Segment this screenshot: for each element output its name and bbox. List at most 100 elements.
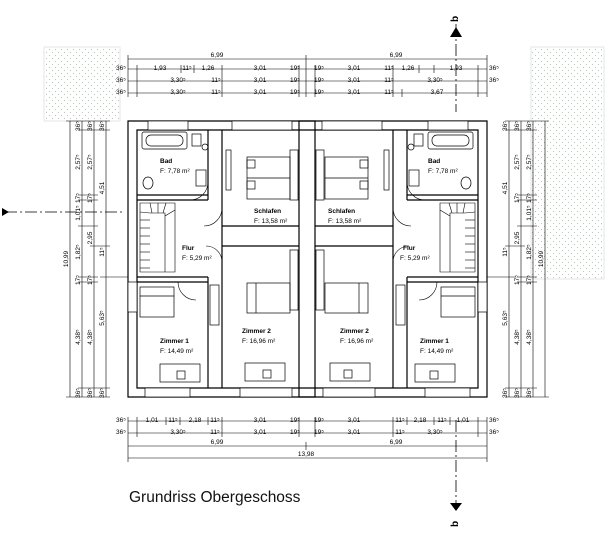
dim-row2-h: 11⁵	[384, 77, 394, 84]
dim-right-a3: 11⁵	[502, 247, 509, 257]
dim-left-a2: 2,57⁵	[75, 154, 82, 170]
room-schlafen-left-name: Schlafen	[254, 208, 281, 215]
dim-left-b3: 17⁵	[87, 193, 94, 203]
dim-row3-f: 19⁵	[314, 89, 324, 96]
dim-row3-c: 11⁵	[211, 89, 221, 96]
dim-right-c5: 1,82⁵	[526, 244, 533, 260]
dim-bot2-b: 3,30⁵	[170, 429, 186, 436]
dim-row1-l: 36⁵	[489, 65, 499, 72]
dim-left-a7: 4,38⁵	[75, 329, 82, 345]
dim-bot1-a: 36⁵	[116, 417, 126, 424]
dim-bot1-h: 19⁵	[314, 417, 324, 424]
dim-bot1-e: 11⁵	[210, 417, 220, 424]
terrace-left	[43, 46, 121, 122]
dim-bot1-g: 19⁵	[290, 417, 300, 424]
dim-row1-j: 1,26	[402, 65, 415, 72]
dim-bot2-f: 19⁵	[314, 429, 324, 436]
dim-bot1-i: 3,01	[348, 417, 361, 424]
dim-bot4-total: 13,98	[298, 451, 315, 458]
dim-left-a6: 17⁵	[75, 275, 82, 285]
dim-bot1-f: 3,01	[254, 417, 267, 424]
sinks	[195, 169, 420, 187]
dim-row2-d: 3,01	[254, 77, 267, 84]
dim-right-b4: 2,95	[514, 231, 521, 244]
dim-row2-b: 3,30⁵	[170, 77, 186, 84]
dim-right-c3: 17⁵	[526, 193, 533, 203]
staircase-left	[139, 202, 176, 273]
room-bad-left-name: Bad	[160, 158, 172, 165]
room-zimmer1-left-area: F: 14,49 m²	[160, 348, 194, 355]
beds	[139, 156, 476, 318]
dim-bot2-a: 36⁵	[116, 429, 126, 436]
room-zimmer1-right-name: Zimmer 1	[420, 338, 449, 345]
section-label-bottom: b	[450, 521, 461, 527]
room-flur-left-area: F: 5,29 m²	[182, 255, 212, 262]
dim-right-a5: 36⁵	[502, 388, 509, 398]
bathtub-left	[141, 131, 188, 150]
dim-left-a5: 1,82⁵	[75, 244, 82, 260]
dim-row2-i: 3,30⁵	[427, 77, 443, 84]
dim-row3-e: 19⁵	[290, 89, 300, 96]
bathtub-right	[427, 131, 474, 150]
dimension-chains-left	[66, 120, 128, 398]
door-swings	[177, 181, 438, 301]
dim-left-c4: 5,63⁵	[99, 310, 106, 326]
dim-left-b7: 36⁵	[87, 388, 94, 398]
dim-bot2-d: 3,01	[254, 429, 267, 436]
dim-bot1-j: 11⁵	[395, 417, 405, 424]
room-zimmer2-right-name: Zimmer 2	[340, 328, 369, 335]
section-arrow-bottom	[450, 503, 462, 511]
dim-right-b6: 4,38⁵	[514, 329, 521, 345]
dim-row2-a: 36⁵	[116, 77, 126, 84]
room-zimmer2-right-area: F: 16,96 m²	[340, 338, 374, 345]
room-zimmer2-left-name: Zimmer 2	[242, 328, 271, 335]
dim-row3-d: 3,01	[254, 89, 267, 96]
room-flur-right-name: Flur	[403, 245, 416, 252]
section-label-top: b	[450, 16, 461, 22]
dim-left-c3: 11⁵	[99, 247, 106, 257]
dim-row3-g: 3,01	[348, 89, 361, 96]
dim-right-a4: 5,63⁵	[502, 310, 509, 326]
dim-row2-g: 3,01	[348, 77, 361, 84]
dim-row3-a: 36⁵	[116, 89, 126, 96]
room-schlafen-left-area: F: 13,58 m²	[254, 218, 288, 225]
dim-row1-a: 36⁵	[116, 65, 126, 72]
dimension-chains-top	[127, 55, 488, 97]
windows	[127, 120, 488, 398]
dim-row1-h: 3,01	[348, 65, 361, 72]
dim-row1-f: 19⁵	[290, 65, 300, 72]
dim-left-b6: 4,38⁵	[87, 329, 94, 345]
room-zimmer1-left-name: Zimmer 1	[160, 338, 189, 345]
dim-left-total: 10,99	[63, 250, 70, 267]
dim-left-b4: 2,95	[87, 231, 94, 244]
room-bad-right-area: F: 7,78 m²	[428, 168, 458, 175]
dim-bot3-left: 6,99	[211, 439, 224, 446]
dimension-chains-right	[487, 120, 549, 398]
dim-row1-c: 11⁵	[182, 65, 192, 72]
room-schlafen-right-name: Schlafen	[328, 208, 355, 215]
dim-row2-c: 11⁵	[211, 77, 221, 84]
toilets	[142, 133, 472, 190]
dim-right-c1: 36⁵	[526, 121, 533, 131]
staircase-right	[439, 202, 476, 273]
dim-bot1-d: 2,18	[189, 417, 202, 424]
dim-left-a4: 1,01⁵	[75, 205, 82, 221]
dim-row3-b: 3,30⁵	[170, 89, 186, 96]
dim-row2-e: 19⁵	[290, 77, 300, 84]
dim-right-c4: 1,01⁵	[526, 205, 533, 221]
dim-right-b2: 2,57⁵	[514, 154, 521, 170]
dim-bot1-m: 1,01	[457, 417, 470, 424]
terrace-right	[530, 46, 605, 280]
dim-right-c8: 36⁵	[526, 388, 533, 398]
dim-bot1-n: 36⁵	[489, 417, 499, 424]
dim-bot2-e: 19⁵	[290, 429, 300, 436]
dim-row1-e: 3,01	[254, 65, 267, 72]
dim-left-c1: 36⁵	[99, 121, 106, 131]
room-bad-right-name: Bad	[428, 158, 440, 165]
dim-bot2-c: 11⁵	[210, 429, 220, 436]
room-zimmer1-right-area: F: 14,49 m²	[420, 348, 454, 355]
dim-right-b5: 17⁵	[514, 275, 521, 285]
dim-row1-g: 19⁵	[314, 65, 324, 72]
plan-caption: Grundriss Obergeschoss	[129, 489, 301, 506]
